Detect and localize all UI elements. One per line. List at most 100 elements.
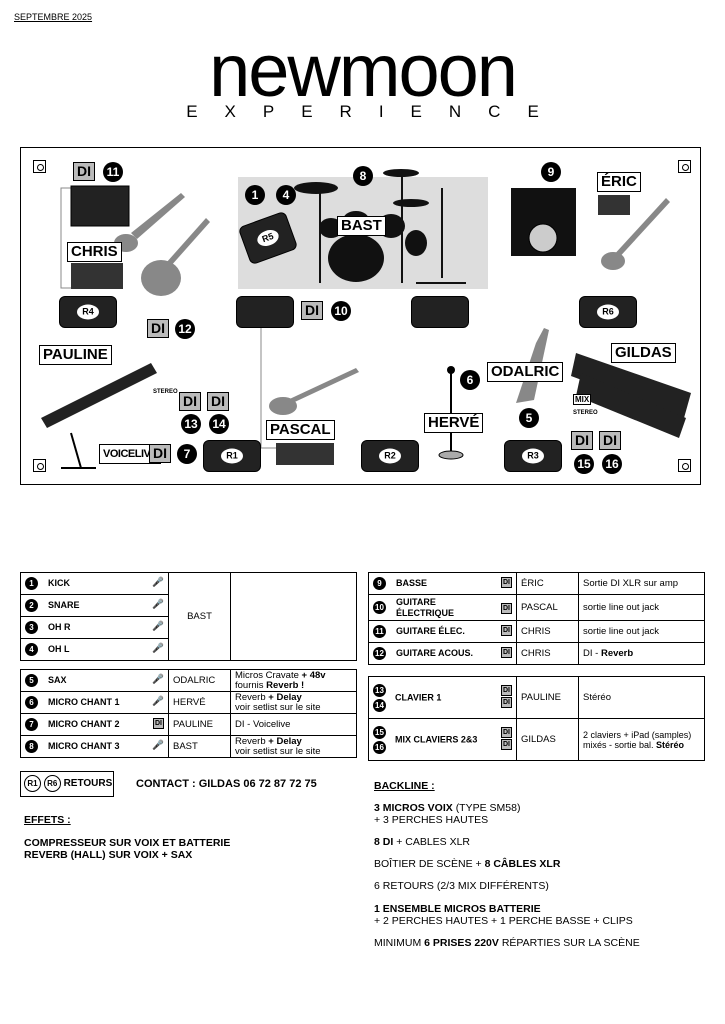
logo-subtitle: EXPERIENCE [186,102,566,121]
note: DI - Voicelive [230,713,357,736]
logo: newmoon [209,29,518,112]
channel-number: 2 [25,599,38,612]
retour-label: R5 [255,227,281,249]
label-gildas: GILDAS [611,343,676,363]
note: voir setlist sur le site [235,745,321,757]
channel-number: 6 [25,696,38,709]
note: mixés - sortie bal. [583,739,654,750]
musician-cell: ODALRIC [168,669,231,692]
musician-cell: ÉRIC [516,572,579,595]
retour-r6-icon: R6 [43,775,61,792]
backline-text: RÉPARTIES SUR LA SCÈNE [501,937,640,949]
microphone-icon: 🎤 [152,643,164,654]
backline-text: 3 MICROS VOIX [374,802,453,814]
label-eric: ÉRIC [597,172,641,192]
channel-number: 7 [177,444,197,464]
di-box: DI [147,319,169,338]
channel-name: GUITARE ACOUS. [396,648,474,659]
channel-number: 15 [373,725,386,739]
channel-name: ÉLECTRIQUE [396,607,455,618]
di-box: DI [149,444,171,463]
channel-number: 10 [373,600,386,614]
backline-item: 3 MICROS VOIX (TYPE SM58)+ 3 PERCHES HAU… [374,802,520,826]
backline-item: 8 DI + CABLES XLR [374,836,470,848]
di-icon: DI [501,577,512,588]
di-box: DI [73,162,95,181]
pedalboard-pascal [276,443,334,465]
channel-number: 13 [181,414,201,434]
note: + Delay [268,735,302,747]
microphone-icon: 🎤 [152,674,164,685]
channel-number: 5 [25,674,38,687]
retour-label: R3 [522,448,544,464]
stage-plot: DI 11 CHRIS R4 DI 12 1 4 8 BAST R5 DI 10… [20,147,701,485]
channel-number: 10 [331,301,351,321]
effets-line: REVERB (HALL) SUR VOIX + SAX [24,849,193,861]
channel-number: 16 [602,454,622,474]
note: Reverb ! [266,679,305,691]
backline-title: BACKLINE : [374,780,435,792]
power-outlet-icon [33,160,46,173]
backline-item: BOÎTIER DE SCÈNE + 8 CÂBLES XLR [374,858,560,870]
channel-number: 3 [25,621,38,634]
di-icon: DI [153,718,164,729]
channel-name: CLAVIER 1 [395,692,442,703]
date: SEPTEMBRE 2025 [14,12,93,22]
channel-number: 13 [373,683,386,697]
retour-r2: R2 [361,440,419,472]
di-icon: DI [501,726,512,738]
di-icon: DI [501,738,512,750]
note: Reverb [235,691,266,703]
channel-name: MICRO CHANT 2 [48,719,120,730]
channel-number: 15 [574,454,594,474]
musician-cell: PAULINE [516,676,579,719]
backline-text: 8 DI [374,836,394,848]
di-icon: DI [501,625,512,636]
backline-text: + 2 PERCHES HAUTES + 1 PERCHE BASSE + CL… [374,915,633,927]
channel-name: SNARE [48,600,80,611]
stereo-label: STEREO [153,389,178,395]
retours-legend: R1 R6 RETOURS [20,771,114,797]
musician-cell: CHRIS [516,642,579,665]
channel-number: 4 [276,185,296,205]
backline-text: + 3 PERCHES HAUTES [374,814,489,826]
channel-number: 14 [373,698,386,712]
channel-number: 11 [373,625,386,638]
pedalboard-chris [71,263,123,289]
musician-cell: BAST [168,572,231,661]
musician-cell: HERVÉ [168,691,231,714]
channel-name: BASSE [396,578,428,589]
note: Micros Cravate [235,669,299,681]
label-bast: BAST [337,216,386,236]
contact: CONTACT : GILDAS 06 72 87 72 75 [136,778,317,790]
retour-label: R2 [379,448,401,464]
di-box: DI [207,392,229,411]
label-odalric: ODALRIC [487,362,564,382]
channel-number: 1 [245,185,265,205]
note: + 48v [301,669,326,681]
backline-item: MINIMUM 6 PRISES 220V RÉPARTIES SUR LA S… [374,937,640,949]
channel-name: GUITARE [396,596,436,607]
power-outlet-icon [33,459,46,472]
microphone-icon: 🎤 [152,577,164,588]
channel-number: 8 [25,740,38,753]
note: DI - [583,648,599,659]
backline-item: 1 ENSEMBLE MICROS BATTERIE+ 2 PERCHES HA… [374,903,633,927]
channel-number: 11 [103,162,123,182]
power-outlet-icon [678,160,691,173]
retour-label: R1 [221,448,243,464]
backline-text: 1 ENSEMBLE MICROS BATTERIE [374,903,541,915]
channel-number: 1 [25,577,38,590]
di-box: DI [599,431,621,450]
note: sortie line out jack [578,594,705,621]
label-herve: HERVÉ [424,413,484,433]
channel-name: MICRO CHANT 1 [48,697,120,708]
channel-number: 16 [373,740,386,754]
backline-text: MINIMUM [374,937,422,949]
effets-title: EFFETS : [24,814,71,826]
di-box: DI [179,392,201,411]
pedalboard-eric [598,195,630,215]
note: Reverb [600,648,634,659]
microphone-icon: 🎤 [152,740,164,751]
